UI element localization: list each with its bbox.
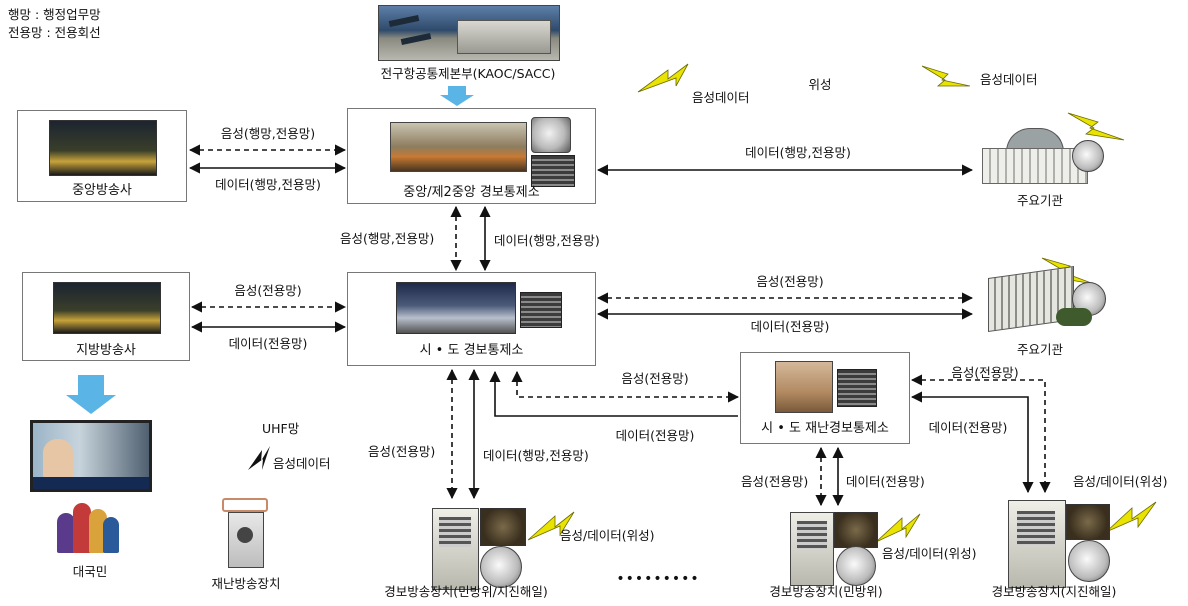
satellite-dish-icon (1068, 540, 1110, 582)
device-3-label: 경보방송장치(지진해일) (991, 584, 1117, 599)
people-group-icon (55, 497, 121, 555)
link-label-voice-jy-1: 음성(전용망) (234, 283, 302, 298)
device-cabinet-photo (432, 508, 479, 590)
link-label-data-hm-jy-4: 데이터(행망,전용망) (483, 448, 589, 463)
link-label-voice-data-1: 음성데이터 (692, 90, 750, 105)
link-label-data-jy-4: 데이터(전용망) (928, 420, 1008, 435)
link-disaster-device3-data (910, 391, 1034, 494)
speaker-array-icon (480, 508, 526, 546)
city-night-photo (53, 282, 161, 334)
agency-building-photo (986, 265, 1110, 333)
aircraft-icon (400, 32, 432, 46)
city-night-photo (49, 120, 157, 176)
device-2-label: 경보방송장치(민방위) (769, 584, 883, 599)
device-1-label: 경보방송장치(민방위/지진해일) (384, 584, 548, 599)
ellipsis-dots: ••••••••• (616, 571, 700, 587)
link-label-voice-hm-jy-1: 음성(행망,전용망) (220, 126, 316, 141)
link-label-voice-jy-5: 음성(전용망) (368, 444, 436, 459)
console-photo (775, 361, 833, 413)
city-center-label: 시 • 도 경보통제소 (419, 343, 524, 358)
link-label-voice-data-3: 음성데이터 (273, 456, 331, 471)
legend-line-1: 행망 : 행정업무망 (8, 7, 101, 22)
blue-arrow-local-icon (66, 375, 116, 414)
device-cabinet-photo (1008, 500, 1066, 588)
tree-icon (1056, 308, 1092, 326)
agency-building-photo (978, 128, 1104, 184)
central-center-label: 중앙/제2중앙 경보통제소 (403, 185, 540, 200)
link-label-voice-jy-6: 음성(전용망) (741, 474, 809, 489)
disaster-center-label: 시 • 도 재난경보통제소 (761, 421, 889, 436)
antenna-icon (222, 498, 268, 512)
lightning-bolt-icon (921, 65, 971, 87)
link-label-voice-jy-3: 음성(전용망) (621, 371, 689, 386)
speaker-array-icon (1066, 504, 1110, 540)
city-center-box: 시 • 도 경보통제소 (347, 272, 596, 366)
satellite-dish-icon (531, 117, 571, 153)
disaster-device-label: 재난방송장치 (211, 576, 281, 591)
link-label-data-jy-2: 데이터(전용망) (750, 319, 830, 334)
link-label-data-hm-jy-1: 데이터(행망,전용망) (215, 177, 321, 192)
link-label-data-hm-jy-2: 데이터(행망,전용망) (745, 145, 851, 160)
link-label-voice-data-2: 음성데이터 (980, 72, 1038, 87)
link-disaster-device3-voice (910, 374, 1051, 494)
aircraft-icon (388, 14, 420, 28)
server-rack-icon (837, 369, 877, 407)
link-label-voice-data-sat-3: 음성/데이터(위성) (1073, 474, 1168, 489)
link-city-disaster-voice (511, 370, 740, 403)
link-city-disaster-data (489, 370, 738, 417)
link-label-data-hm-jy-3: 데이터(행망,전용망) (494, 233, 600, 248)
building-icon (982, 148, 1088, 184)
link-label-voice-jy-4: 음성(전용망) (951, 365, 1019, 380)
satellite-label: 위성 (808, 77, 832, 92)
uhf-label: UHF망 (262, 421, 300, 436)
satellite-dish-icon (836, 546, 876, 586)
local-broadcaster-box: 지방방송사 (22, 272, 190, 361)
tv-news-photo (30, 420, 152, 492)
blue-arrow-kaoc-icon (440, 86, 474, 106)
lightning-bolt-small-icon (248, 446, 270, 470)
link-label-voice-data-sat-1: 음성/데이터(위성) (560, 528, 655, 543)
central-center-box: 중앙/제2중앙 경보통제소 (347, 108, 596, 204)
disaster-center-box: 시 • 도 재난경보통제소 (740, 352, 910, 444)
link-label-voice-hm-jy-2: 음성(행망,전용망) (340, 231, 435, 246)
local-broadcaster-label: 지방방송사 (76, 343, 136, 358)
legend: 행망 : 행정업무망 전용망 : 전용회선 (8, 6, 101, 42)
lightning-bolt-icon (1067, 112, 1125, 141)
link-label-data-jy-5: 데이터(전용망) (846, 474, 925, 489)
speaker-array-icon (834, 512, 878, 548)
server-rack-icon (531, 155, 575, 187)
device-cabinet-photo (790, 512, 834, 586)
lightning-bolt-icon (875, 513, 921, 543)
link-label-data-jy-1: 데이터(전용망) (228, 336, 308, 351)
major-agency-1-label: 주요기관 (1016, 193, 1064, 208)
lightning-bolt-icon (527, 511, 575, 541)
kaoc-label: 전구항공통제본부(KAOC/SACC) (380, 66, 556, 81)
server-rack-icon (520, 292, 562, 328)
satellite-dish-icon (1072, 140, 1104, 172)
central-broadcaster-label: 중앙방송사 (72, 183, 132, 198)
central-broadcaster-box: 중앙방송사 (17, 110, 187, 202)
link-label-data-jy-3: 데이터(전용망) (615, 428, 695, 443)
major-agency-2-label: 주요기관 (1016, 342, 1064, 357)
kaoc-photo (378, 5, 560, 61)
satellite-dish-icon (480, 546, 522, 588)
link-label-voice-data-sat-2: 음성/데이터(위성) (882, 546, 977, 561)
building-icon (457, 20, 551, 54)
disaster-device-photo (228, 512, 264, 568)
news-ticker (33, 477, 149, 489)
lightning-bolt-icon (637, 63, 689, 93)
legend-line-2: 전용망 : 전용회선 (8, 25, 101, 40)
news-anchor-icon (43, 439, 73, 479)
citizens-label: 대국민 (72, 564, 108, 579)
control-room-photo (396, 282, 516, 334)
link-label-voice-jy-2: 음성(전용망) (756, 274, 824, 289)
lightning-bolt-icon (1105, 501, 1157, 533)
control-room-photo (390, 122, 527, 172)
